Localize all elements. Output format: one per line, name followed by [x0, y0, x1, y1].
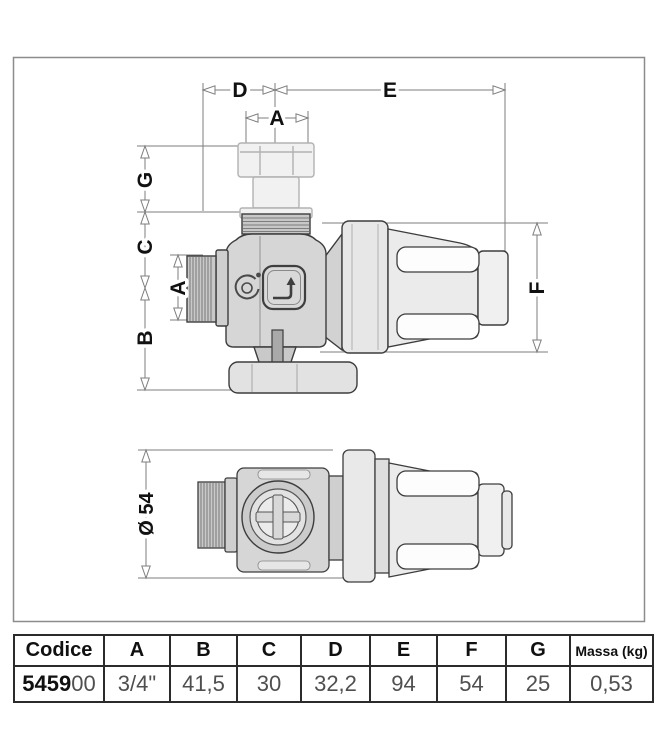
valve-side-view [197, 449, 513, 583]
rotation-icon [234, 272, 261, 300]
table-cell-f: 54 [436, 665, 507, 703]
table-cell-g: 25 [505, 665, 571, 703]
flow-direction-icon [261, 264, 307, 311]
dim-label-a-side: A [167, 280, 190, 295]
dimension-labels: D E A G C B A F Ø 54 [131, 76, 553, 540]
dim-label-c: C [134, 239, 157, 254]
table-header-e: E [369, 634, 438, 667]
valve-top-view [186, 213, 358, 394]
dim-label-g: G [134, 172, 157, 188]
table-header-row: Codice A B C D E F G Massa (kg) [13, 634, 654, 667]
table-header-g: G [505, 634, 571, 667]
code-suffix: 00 [71, 671, 96, 696]
table-cell-code: 545900 [13, 665, 105, 703]
table-cell-b: 41,5 [169, 665, 238, 703]
table-cell-massa: 0,53 [569, 665, 654, 703]
table-cell-a: 3/4" [103, 665, 171, 703]
dim-label-f: F [526, 281, 549, 294]
table-cell-c: 30 [236, 665, 302, 703]
table-header-codice: Codice [13, 634, 105, 667]
dim-label-e: E [383, 79, 397, 102]
dim-label-b: B [134, 330, 157, 345]
dim-label-a-top: A [269, 107, 284, 130]
table-header-d: D [300, 634, 371, 667]
dim-label-d: D [232, 79, 247, 102]
table-header-b: B [169, 634, 238, 667]
filter-top-view [341, 220, 509, 354]
dim-label-diameter: Ø 54 [136, 491, 158, 535]
code-prefix: 5459 [22, 671, 72, 696]
table-header-massa: Massa (kg) [569, 634, 654, 667]
table-value-row: 545900 3/4" 41,5 30 32,2 94 54 25 0,53 [13, 665, 654, 703]
table-cell-e: 94 [369, 665, 438, 703]
spec-table: Codice A B C D E F G Massa (kg) 545900 3… [13, 634, 654, 703]
dimension-arrows [140, 85, 542, 580]
table-cell-d: 32,2 [300, 665, 371, 703]
table-header-f: F [436, 634, 507, 667]
table-header-a: A [103, 634, 171, 667]
table-header-c: C [236, 634, 302, 667]
